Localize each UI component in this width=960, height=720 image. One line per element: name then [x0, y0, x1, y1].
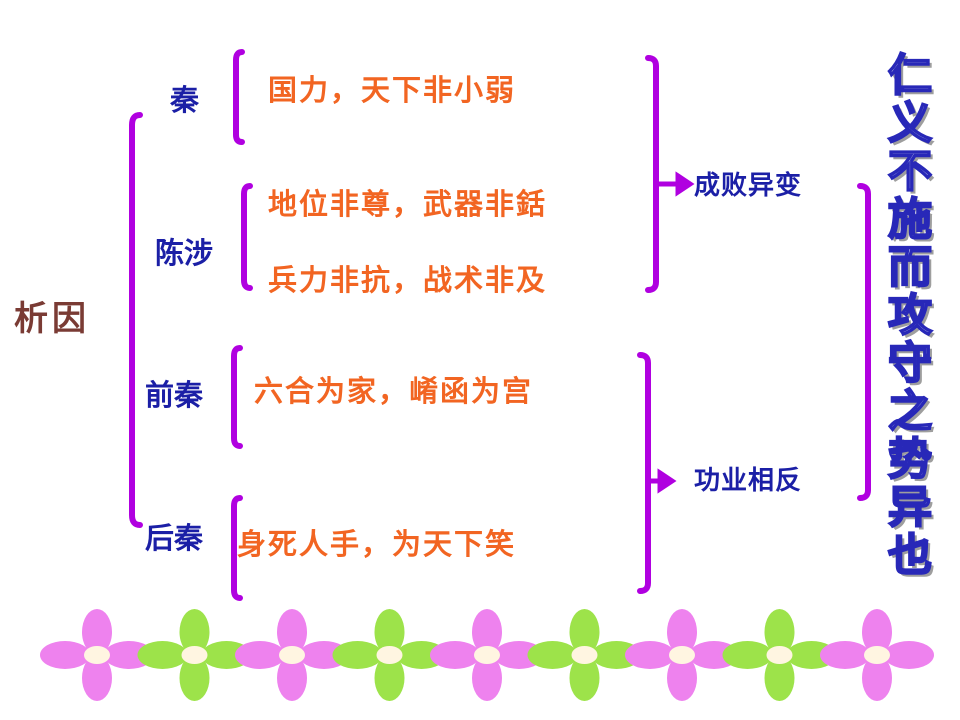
- detail-chensheng-2: 兵力非抗，战术非及: [268, 263, 548, 297]
- group-bracket-upper: [645, 55, 659, 293]
- arrow-upper: [675, 171, 695, 197]
- result-upper: 成败异变: [694, 171, 803, 201]
- group-bracket-lower: [637, 352, 651, 594]
- flower-pink: [235, 609, 349, 701]
- conclusion-text: 仁义不施而攻守之势异也: [887, 50, 933, 581]
- category-chensheng: 陈涉: [155, 236, 214, 270]
- detail-qianqin: 六合为家，崤函为宫: [254, 374, 534, 408]
- detail-qin: 国力，天下非小弱: [268, 73, 517, 107]
- detail-chensheng-1: 地位非尊，武器非銛: [268, 187, 548, 221]
- root-bracket: [129, 112, 143, 528]
- flower-pink: [625, 609, 739, 701]
- bracket-qin: [233, 49, 245, 145]
- bracket-houqin: [231, 495, 243, 601]
- flower-green: [332, 609, 447, 701]
- bracket-chensheng: [241, 183, 253, 291]
- flower-pink: [40, 609, 154, 701]
- flower-green: [137, 609, 252, 701]
- category-houqin: 后秦: [145, 521, 204, 555]
- bracket-qianqin: [231, 345, 243, 449]
- flower-green: [722, 609, 837, 701]
- flower-pink: [430, 609, 544, 701]
- flower-pink: [820, 609, 934, 701]
- conclusion-bracket: [857, 183, 871, 501]
- result-lower: 功业相反: [694, 466, 803, 496]
- arrow-lower: [657, 468, 677, 494]
- detail-houqin: 身死人手，为天下笑: [237, 527, 517, 561]
- category-qin: 秦: [170, 83, 200, 117]
- root-label: 析因: [14, 299, 90, 339]
- flower-green: [527, 609, 642, 701]
- category-qianqin: 前秦: [145, 378, 204, 412]
